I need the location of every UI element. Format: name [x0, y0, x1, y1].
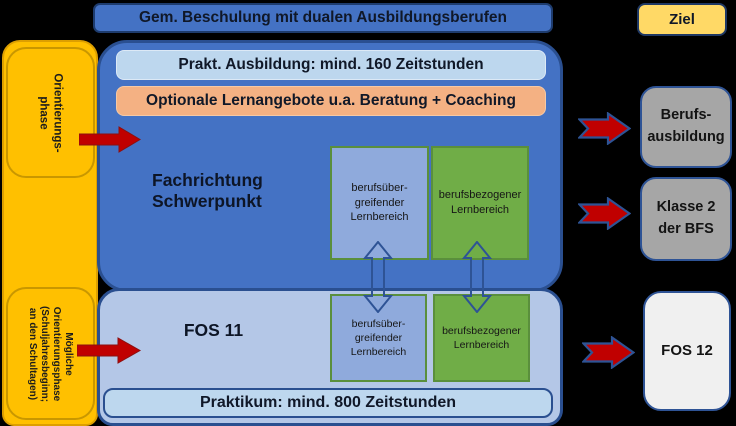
prakt-ausbildung-strip: Prakt. Ausbildung: mind. 160 Zeitstunden [116, 50, 546, 80]
possible-orientation-phase-label: Mögliche Orientierungsphase (Schuljahres… [27, 305, 75, 402]
berufsausbildung-label: Berufs- ausbildung [647, 107, 725, 145]
notched-arrow-right-icon [578, 112, 631, 145]
double-vertical-arrow-icon [462, 241, 492, 313]
arrow-right-icon [77, 337, 141, 364]
berufsausbildung-box: Berufs- ausbildung [640, 86, 732, 168]
lower-bezogener-lernbereich-label: berufsbezogener Lernbereich [442, 324, 521, 351]
optionale-lernangebote-strip: Optionale Lernangebote u.a. Beratung + C… [116, 86, 546, 116]
top-banner-label: Gem. Beschulung mit dualen Ausbildungsbe… [138, 9, 507, 26]
klasse2-bfs-box: Klasse 2 der BFS [640, 177, 732, 261]
orientation-phase-label: Orientierungs- phase [37, 72, 64, 153]
prakt-ausbildung-label: Prakt. Ausbildung: mind. 160 Zeitstunden [178, 56, 484, 73]
lower-uebergreifender-lernbereich-box: berufsüber- greifender Lernbereich [330, 294, 427, 382]
klasse2-bfs-label: Klasse 2 der BFS [656, 199, 716, 237]
optionale-lernangebote-label: Optionale Lernangebote u.a. Beratung + C… [146, 92, 516, 109]
upper-bezogener-lernbereich-box: berufsbezogener Lernbereich [431, 146, 529, 260]
lower-uebergreifender-lernbereich-label: berufsüber- greifender Lernbereich [350, 317, 407, 359]
lower-bezogener-lernbereich-box: berufsbezogener Lernbereich [433, 294, 530, 382]
fachrichtung-schwerpunkt-label: Fachrichtung Schwerpunkt [152, 170, 263, 211]
fos11-label: FOS 11 [183, 319, 244, 340]
upper-uebergreifender-lernbereich-label: berufsüber- greifender Lernbereich [350, 181, 409, 224]
fos12-label: FOS 12 [661, 341, 713, 359]
arrow-right-icon [79, 126, 141, 153]
ziel-box: Ziel [637, 3, 727, 36]
notched-arrow-right-icon [582, 336, 635, 369]
top-banner: Gem. Beschulung mit dualen Ausbildungsbe… [93, 3, 553, 33]
orientation-phase-box: Orientierungs- phase [6, 47, 95, 178]
praktikum-label: Praktikum: mind. 800 Zeitstunden [199, 394, 457, 411]
upper-bezogener-lernbereich-label: berufsbezogener Lernbereich [438, 189, 522, 216]
upper-uebergreifender-lernbereich-box: berufsüber- greifender Lernbereich [330, 146, 429, 260]
praktikum-strip: Praktikum: mind. 800 Zeitstunden [103, 388, 553, 418]
notched-arrow-right-icon [578, 197, 631, 230]
fos12-box: FOS 12 [643, 291, 731, 411]
double-vertical-arrow-icon [363, 241, 393, 313]
ziel-label: Ziel [669, 11, 695, 28]
